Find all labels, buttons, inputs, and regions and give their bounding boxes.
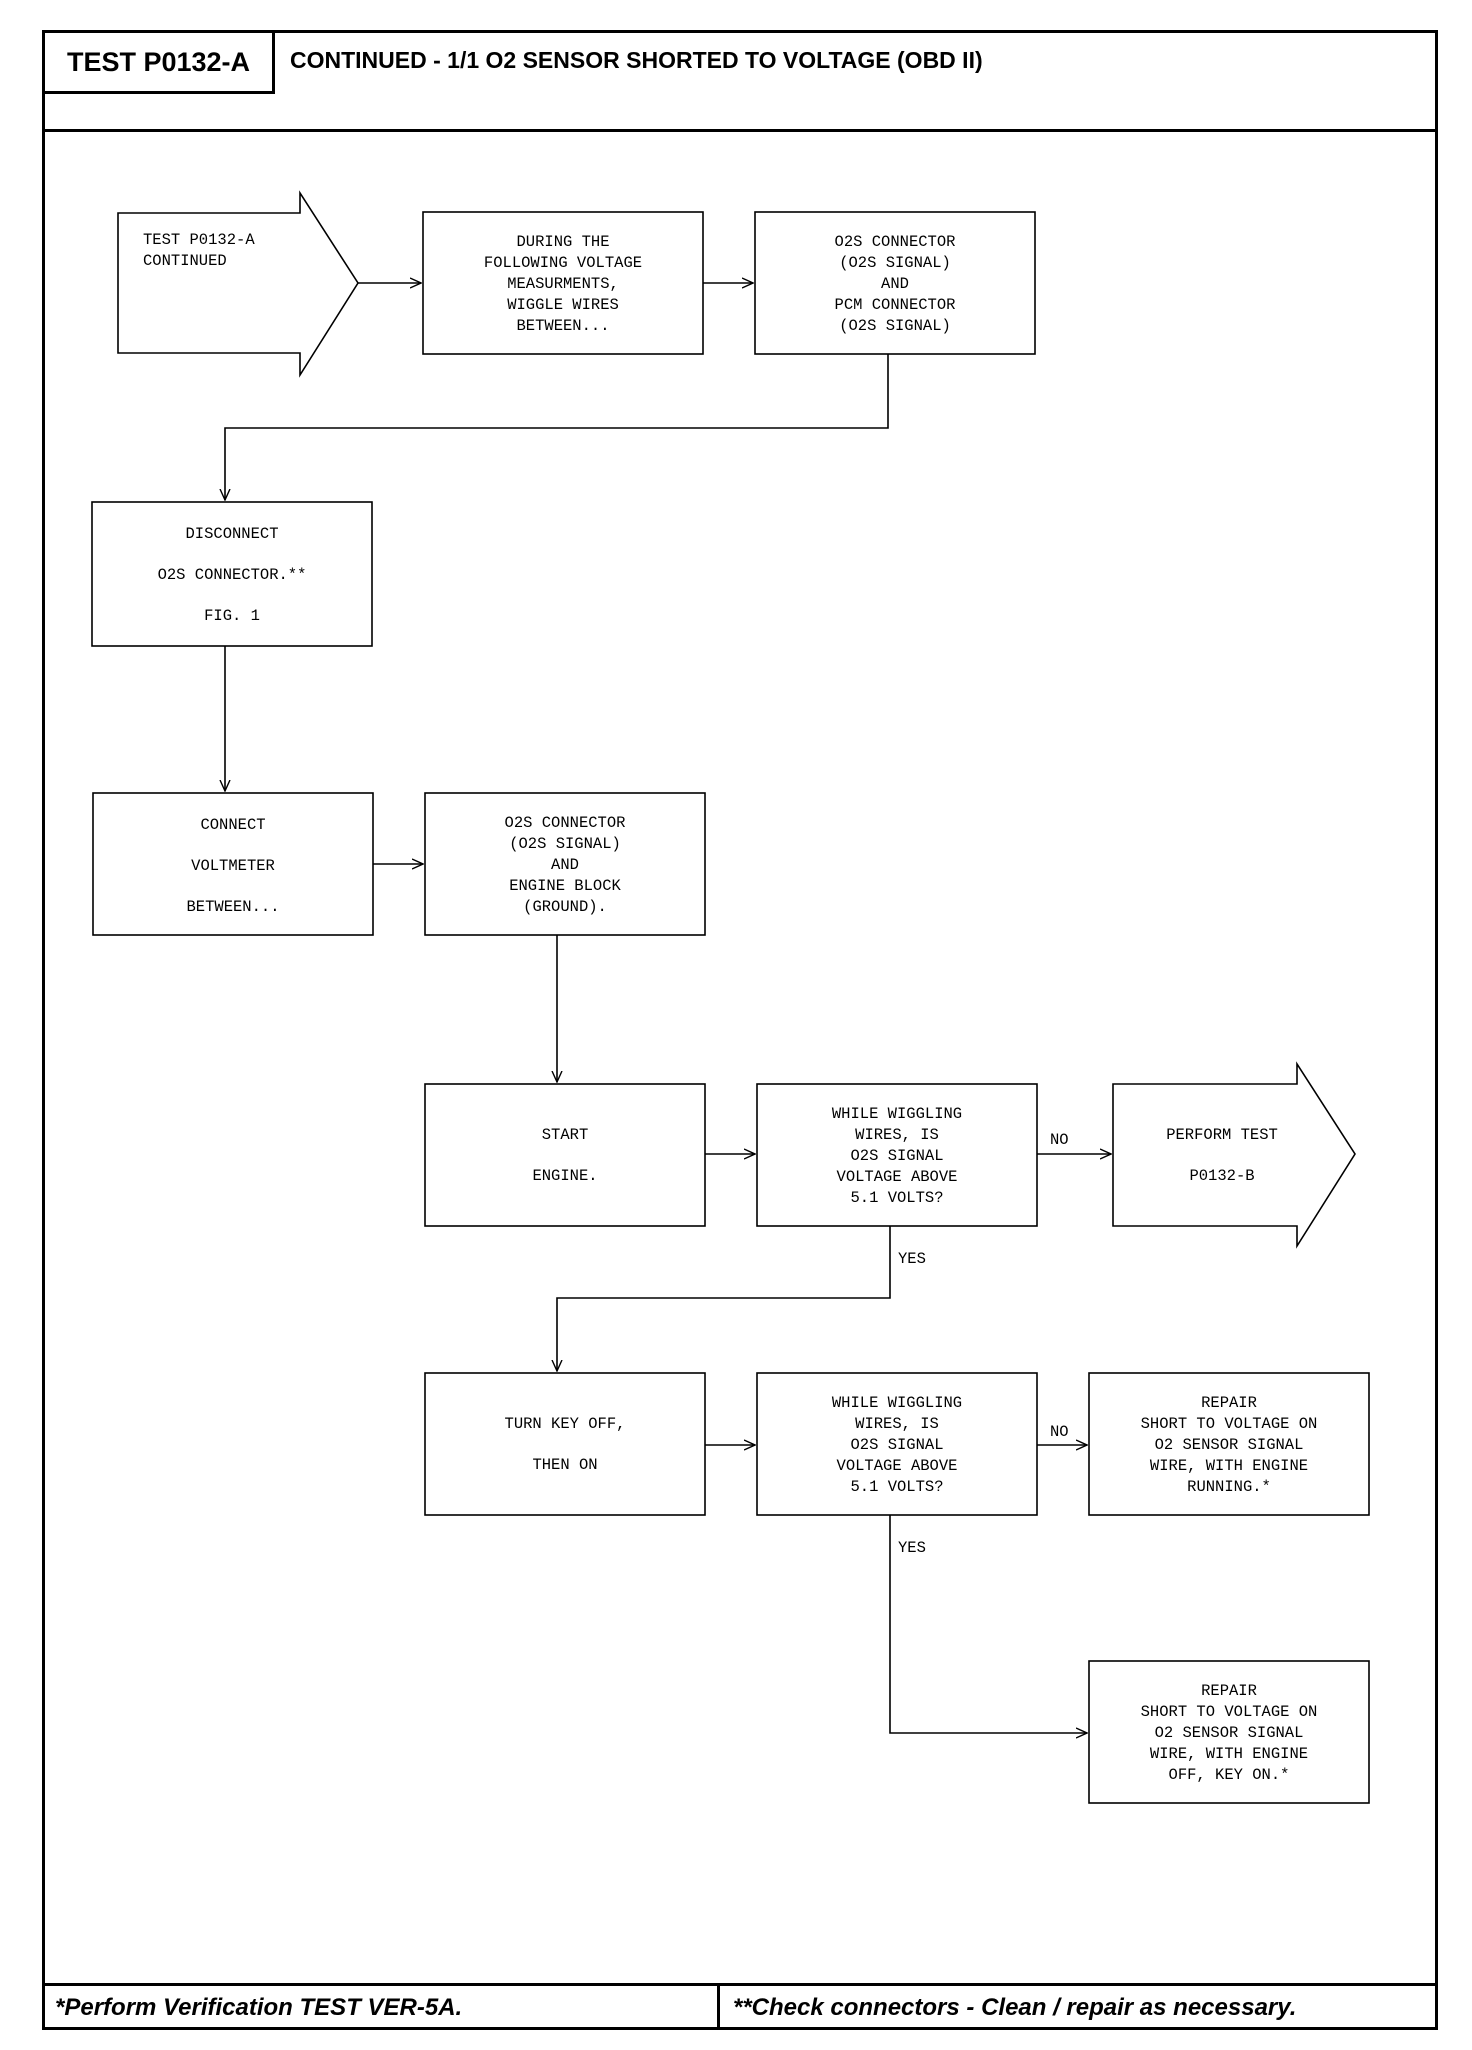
repair-running-text: REPAIR SHORT TO VOLTAGE ON O2 SENSOR SIGNA… — [1141, 1394, 1318, 1496]
box-disconnect — [91, 501, 373, 647]
node-text-line: PCM CONNECTOR — [835, 296, 956, 314]
node-text-line: AND — [881, 275, 909, 293]
node-text-line: START — [542, 1126, 589, 1144]
node-text-line: VOLTAGE ABOVE — [837, 1457, 958, 1475]
node-text-line: MEASURMENTS, — [507, 275, 619, 293]
start-engine-text: START ENGINE. — [532, 1126, 597, 1185]
page-title: CONTINUED - 1/1 O2 SENSOR SHORTED TO VOL… — [290, 47, 983, 73]
node-text-line: TEST P0132-A — [143, 231, 255, 249]
box-repair-running — [1088, 1372, 1370, 1516]
connector-question-2-yes — [889, 1515, 1087, 1733]
node-text-line: SHORT TO VOLTAGE ON — [1141, 1415, 1318, 1433]
perform-test-arrow-shape — [1112, 1061, 1356, 1249]
start-arrow-text: TEST P0132-A CONTINUED — [143, 231, 255, 270]
node-text-line: REPAIR — [1201, 1394, 1257, 1412]
node-text-line: PERFORM TEST — [1166, 1126, 1278, 1144]
node-text-line: 5.1 VOLTS? — [850, 1189, 943, 1207]
question-1-text: WHILE WIGGLING WIRES, IS O2S SIGNAL VOLTAGE… — [832, 1105, 962, 1207]
node-text-line: (GROUND). — [523, 898, 607, 916]
measure-points-text: O2S CONNECTOR (O2S SIGNAL) AND ENGINE BLOCK… — [505, 814, 626, 916]
test-id-label: TEST P0132-A — [45, 33, 275, 94]
node-text-line: O2S SIGNAL — [850, 1436, 943, 1454]
connect-voltmeter-text: CONNECT VOLTMETER BETWEEN... — [186, 816, 279, 916]
node-text-line: WIRES, IS — [855, 1415, 939, 1433]
node-text-line: DISCONNECT — [185, 525, 278, 543]
footer-divider — [45, 1983, 1435, 1986]
branch-label-no: NO — [1050, 1423, 1069, 1441]
branch-label-no: NO — [1050, 1131, 1069, 1149]
footer-column-divider — [717, 1983, 720, 2030]
header-divider — [45, 129, 1435, 132]
node-text-line: P0132-B — [1189, 1167, 1254, 1185]
node-text-line: WHILE WIGGLING — [832, 1105, 962, 1123]
node-text-line: BETWEEN... — [516, 317, 609, 335]
node-text-line: O2 SENSOR SIGNAL — [1155, 1436, 1304, 1454]
node-text-line: CONNECT — [200, 816, 265, 834]
node-text-line: CONTINUED — [143, 252, 227, 270]
connector-between-to-disconnect — [225, 354, 889, 500]
disconnect-text: DISCONNECT O2S CONNECTOR.** FIG. 1 — [158, 525, 307, 625]
node-text-line: WHILE WIGGLING — [832, 1394, 962, 1412]
perform-test-text: PERFORM TEST P0132-B — [1166, 1126, 1278, 1185]
connector-question-1-yes — [557, 1226, 891, 1371]
node-text-line: ENGINE BLOCK — [509, 877, 621, 895]
box-question-2 — [756, 1372, 1038, 1516]
node-text-line: VOLTMETER — [191, 857, 275, 875]
wiggle-between-text: O2S CONNECTOR (O2S SIGNAL) AND PCM CONNECTO… — [835, 233, 956, 335]
box-measure-points — [424, 792, 706, 936]
wiggle-during-text: DURING THE FOLLOWING VOLTAGE MEASURMENTS, W… — [484, 233, 642, 335]
node-text-line: RUNNING.* — [1187, 1478, 1271, 1496]
repair-key-on-text: REPAIR SHORT TO VOLTAGE ON O2 SENSOR SIGNA… — [1141, 1682, 1318, 1784]
node-text-line: DURING THE — [516, 233, 609, 251]
box-question-1 — [756, 1083, 1038, 1227]
node-text-line: (O2S SIGNAL) — [839, 254, 951, 272]
node-text-line: ENGINE. — [532, 1167, 597, 1185]
node-text-line: WIRES, IS — [855, 1126, 939, 1144]
footer-note-connectors: **Check connectors - Clean / repair as n… — [733, 1994, 1297, 2021]
question-2-text: WHILE WIGGLING WIRES, IS O2S SIGNAL VOLTAGE… — [832, 1394, 962, 1496]
start-arrow-shape — [117, 190, 359, 378]
node-text-line: AND — [551, 856, 579, 874]
node-text-line: O2S CONNECTOR — [505, 814, 626, 832]
node-text-line: FOLLOWING VOLTAGE — [484, 254, 642, 272]
footer-note-verification: *Perform Verification TEST VER-5A. — [55, 1994, 463, 2021]
node-text-line: THEN ON — [532, 1456, 597, 1474]
node-text-line: FIG. 1 — [204, 607, 260, 625]
node-text-line: TURN KEY OFF, — [505, 1415, 626, 1433]
node-text-line: WIRE, WITH ENGINE — [1150, 1745, 1308, 1763]
node-text-line: WIGGLE WIRES — [507, 296, 619, 314]
branch-label-yes: YES — [898, 1250, 926, 1268]
node-text-line: (O2S SIGNAL) — [839, 317, 951, 335]
node-text-line: WIRE, WITH ENGINE — [1150, 1457, 1308, 1475]
node-text-line: OFF, KEY ON.* — [1169, 1766, 1290, 1784]
node-text-line: O2S CONNECTOR.** — [158, 566, 307, 584]
node-text-line: (O2S SIGNAL) — [509, 835, 621, 853]
node-text-line: O2S CONNECTOR — [835, 233, 956, 251]
node-text-line: VOLTAGE ABOVE — [837, 1168, 958, 1186]
box-start-engine — [424, 1083, 706, 1227]
node-text-line: O2S SIGNAL — [850, 1147, 943, 1165]
branch-label-yes: YES — [898, 1539, 926, 1557]
node-text-line: REPAIR — [1201, 1682, 1257, 1700]
node-text-line: 5.1 VOLTS? — [850, 1478, 943, 1496]
box-key-cycle — [424, 1372, 706, 1516]
node-text-line: SHORT TO VOLTAGE ON — [1141, 1703, 1318, 1721]
node-text-line: O2 SENSOR SIGNAL — [1155, 1724, 1304, 1742]
box-wiggle-between — [754, 211, 1036, 355]
node-text-line: BETWEEN... — [186, 898, 279, 916]
box-repair-key-on — [1088, 1660, 1370, 1804]
page-frame: TEST P0132-A CONTINUED - 1/1 O2 SENSOR S… — [42, 30, 1438, 2030]
key-cycle-text: TURN KEY OFF, THEN ON — [505, 1415, 626, 1474]
